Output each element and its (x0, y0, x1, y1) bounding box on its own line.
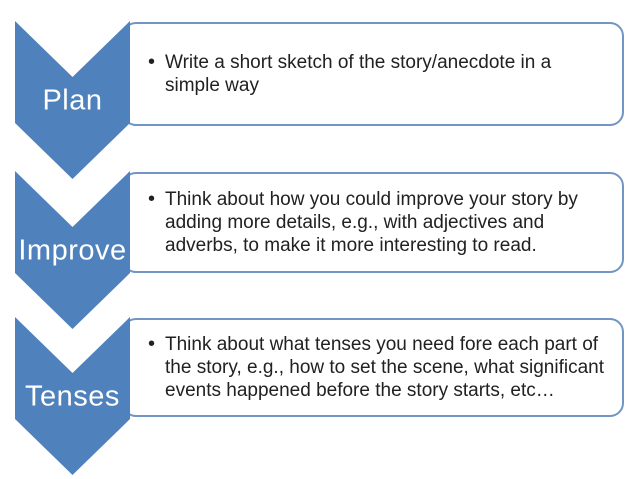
text-line: Write a short sketch of the story/anecdo… (165, 52, 552, 73)
step-2-bullet-item: • Think about how you could improve your… (124, 188, 622, 257)
step-2-text: Think about how you could improve your s… (165, 188, 578, 257)
text-line: simple way (165, 75, 259, 96)
step-3-text: Think about what tenses you need fore ea… (165, 333, 604, 402)
chevron-down-icon (15, 171, 130, 329)
step-1-chevron-arrow: Plan (15, 21, 130, 179)
text-line: events happened before the story starts,… (165, 380, 555, 401)
step-2-textbox: • Think about how you could improve your… (122, 172, 624, 273)
bullet-icon: • (148, 188, 156, 210)
chevron-down-icon (15, 317, 130, 475)
step-1-text: Write a short sketch of the story/anecdo… (165, 51, 551, 97)
step-3-chevron-arrow: Tenses (15, 317, 130, 475)
text-line: Think about how you could improve your s… (165, 189, 578, 210)
text-line: the story, e.g., how to set the scene, w… (165, 357, 604, 378)
bullet-icon: • (148, 333, 156, 355)
step-2-label: Improve (18, 234, 127, 267)
step-1-bullet-item: • Write a short sketch of the story/anec… (124, 51, 622, 97)
step-3-textbox: • Think about what tenses you need fore … (122, 318, 624, 417)
step-3-label: Tenses (25, 380, 120, 413)
step-1-label: Plan (42, 84, 103, 117)
step-3-bullet-item: • Think about what tenses you need fore … (124, 333, 622, 402)
text-line: adding more details, e.g., with adjectiv… (165, 212, 545, 233)
text-line: Think about what tenses you need fore ea… (165, 334, 599, 355)
step-2-chevron-arrow: Improve (15, 171, 130, 329)
chevron-down-icon (15, 21, 130, 179)
step-1-textbox: • Write a short sketch of the story/anec… (122, 22, 624, 126)
text-line: adverbs, to make it more interesting to … (165, 235, 537, 256)
bullet-icon: • (148, 51, 156, 73)
